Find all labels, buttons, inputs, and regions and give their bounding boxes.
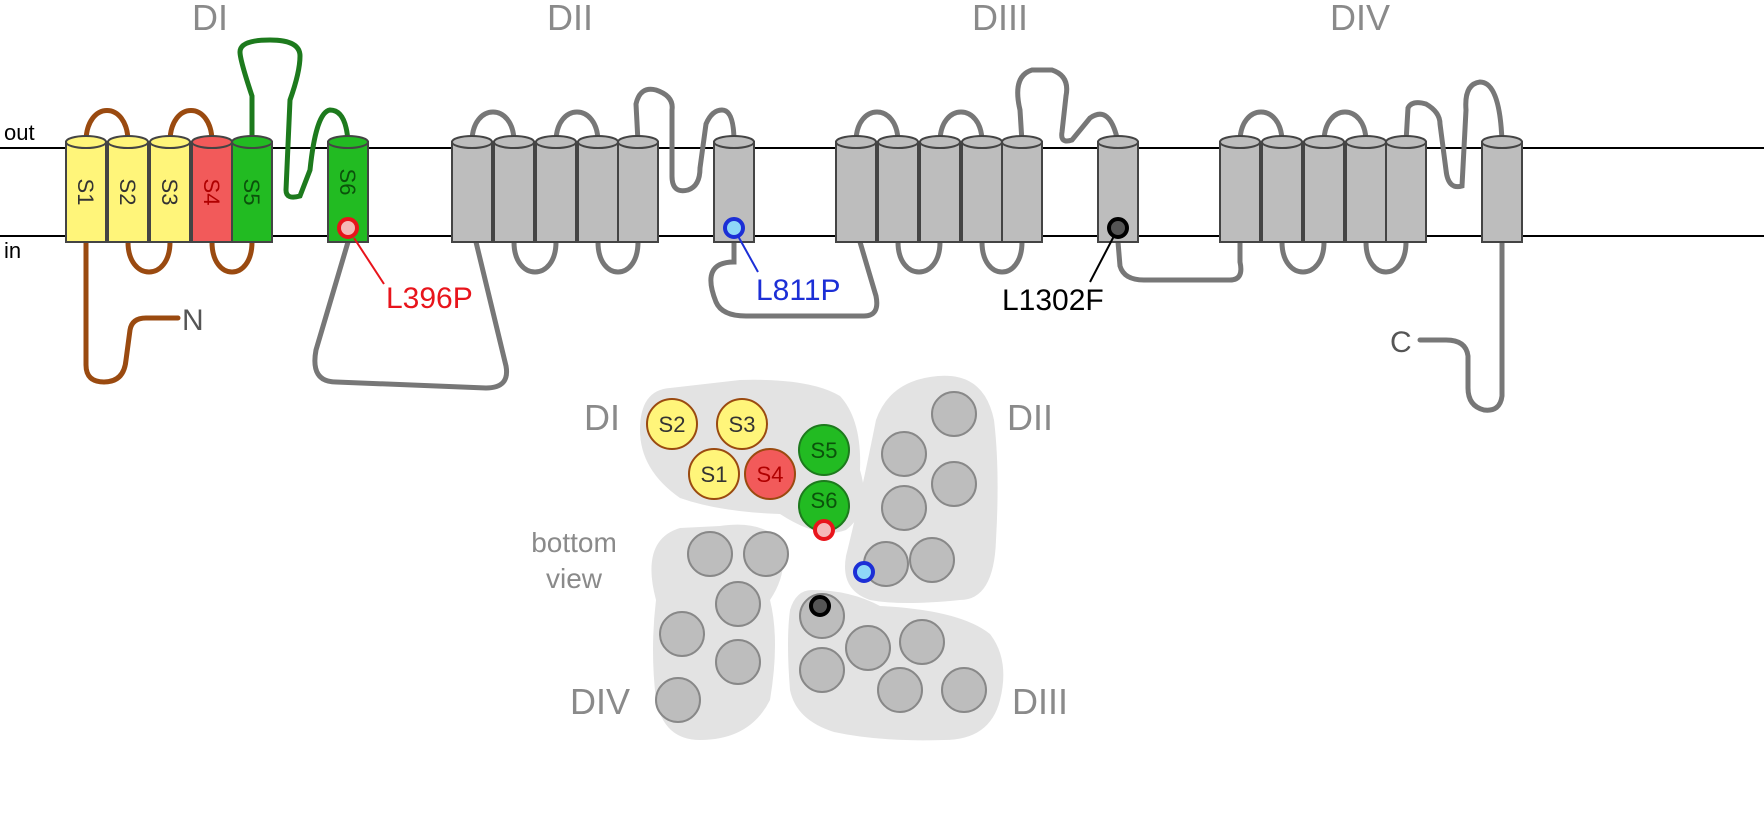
bottom-label-dii: DII: [1007, 397, 1053, 438]
domain-iv-segments: [1219, 135, 1523, 243]
segment-s1: S1: [65, 135, 107, 243]
domain-i-loops: [83, 37, 510, 391]
bottom-view-segment-s3: S3: [716, 398, 768, 450]
bottom-segment-label-s6: S6: [811, 488, 838, 513]
segment-label-s6: S6: [335, 169, 360, 196]
domain-iii-loops: [853, 67, 1244, 283]
segment-s4: S4: [191, 135, 233, 243]
bottom-view-label-line1: bottom: [531, 527, 617, 558]
pore-loop-div: [1403, 79, 1505, 190]
domain-ii-segments: [451, 135, 755, 243]
bottom-marker-l396p: [813, 519, 835, 541]
n-terminus-loop: [83, 237, 181, 385]
pore-loop-diii: [1015, 67, 1121, 145]
bottom-label-div: DIV: [570, 681, 630, 722]
mutation-marker-l1302f: [1107, 217, 1129, 239]
segment-label-s4: S4: [199, 179, 224, 206]
domain-title-diii: DIII: [972, 0, 1028, 38]
segment-label-s5: S5: [239, 179, 264, 206]
bottom-label-di: DI: [584, 397, 620, 438]
mutation-marker-l811p: [723, 217, 745, 239]
bottom-label-diii: DIII: [1012, 681, 1068, 722]
linker-di-dii: [312, 239, 510, 391]
linker-dii-diii: [708, 239, 880, 319]
pore-loop-di: [237, 37, 351, 200]
domain-iii-segments: [835, 135, 1139, 243]
linker-diii-div: [1115, 239, 1244, 283]
bottom-segment-label-s4: S4: [757, 462, 784, 487]
domain-iv-loops: [1237, 79, 1505, 413]
bottom-marker-l811p: [853, 561, 875, 583]
segment-s3: S3: [149, 135, 191, 243]
mutation-l1302f: L1302F: [1002, 217, 1129, 317]
bottom-view: S2 S3 S1 S4 S5 S6: [531, 375, 1068, 741]
out-label: out: [4, 120, 35, 145]
domain-ii-loops: [469, 86, 880, 319]
bottom-view-segment-s5: S5: [798, 424, 850, 476]
bottom-segment-label-s1: S1: [701, 462, 728, 487]
mutation-label-l1302f: L1302F: [1002, 284, 1104, 317]
segment-s2: S2: [107, 135, 149, 243]
mutation-l396p: L396P: [337, 217, 473, 315]
pore-loop-dii: [633, 86, 737, 194]
loop-s1-s2: [83, 108, 131, 145]
in-label: in: [4, 238, 21, 263]
domain-title-di: DI: [192, 0, 228, 38]
loop-s3-s4: [167, 108, 215, 145]
mutation-label-l811p: L811P: [756, 274, 841, 307]
domain-title-dii: DII: [547, 0, 593, 38]
segment-label-s1: S1: [73, 179, 98, 206]
bottom-view-segment-s4: S4: [744, 448, 796, 500]
bottom-view-label-line2: view: [546, 563, 603, 594]
bottom-marker-l1302f: [809, 595, 831, 617]
mutation-label-l396p: L396P: [386, 282, 473, 315]
bottom-segment-label-s5: S5: [811, 438, 838, 463]
domain-title-div: DIV: [1330, 0, 1390, 38]
bottom-view-segment-s1: S1: [688, 448, 740, 500]
loop-s4-s5: [209, 239, 255, 275]
c-terminus-label: C: [1390, 326, 1412, 359]
n-terminus-label: N: [182, 304, 204, 337]
segment-s5: S5: [231, 135, 273, 243]
bottom-segment-label-s2: S2: [659, 412, 686, 437]
bottom-view-div-segments: [655, 531, 789, 723]
bottom-view-segment-s6: S6: [798, 480, 850, 532]
c-terminus-loop: [1417, 239, 1505, 413]
mutation-l811p: L811P: [723, 217, 841, 307]
bottom-segment-label-s3: S3: [729, 412, 756, 437]
loop-s2-s3: [125, 239, 173, 275]
segment-label-s3: S3: [157, 179, 182, 206]
bottom-view-segment-s2: S2: [646, 398, 698, 450]
domain-i-segments: S1 S2 S3 S4 S5 S6: [65, 135, 369, 243]
mutation-marker-l396p: [337, 217, 359, 239]
segment-label-s2: S2: [115, 179, 140, 206]
